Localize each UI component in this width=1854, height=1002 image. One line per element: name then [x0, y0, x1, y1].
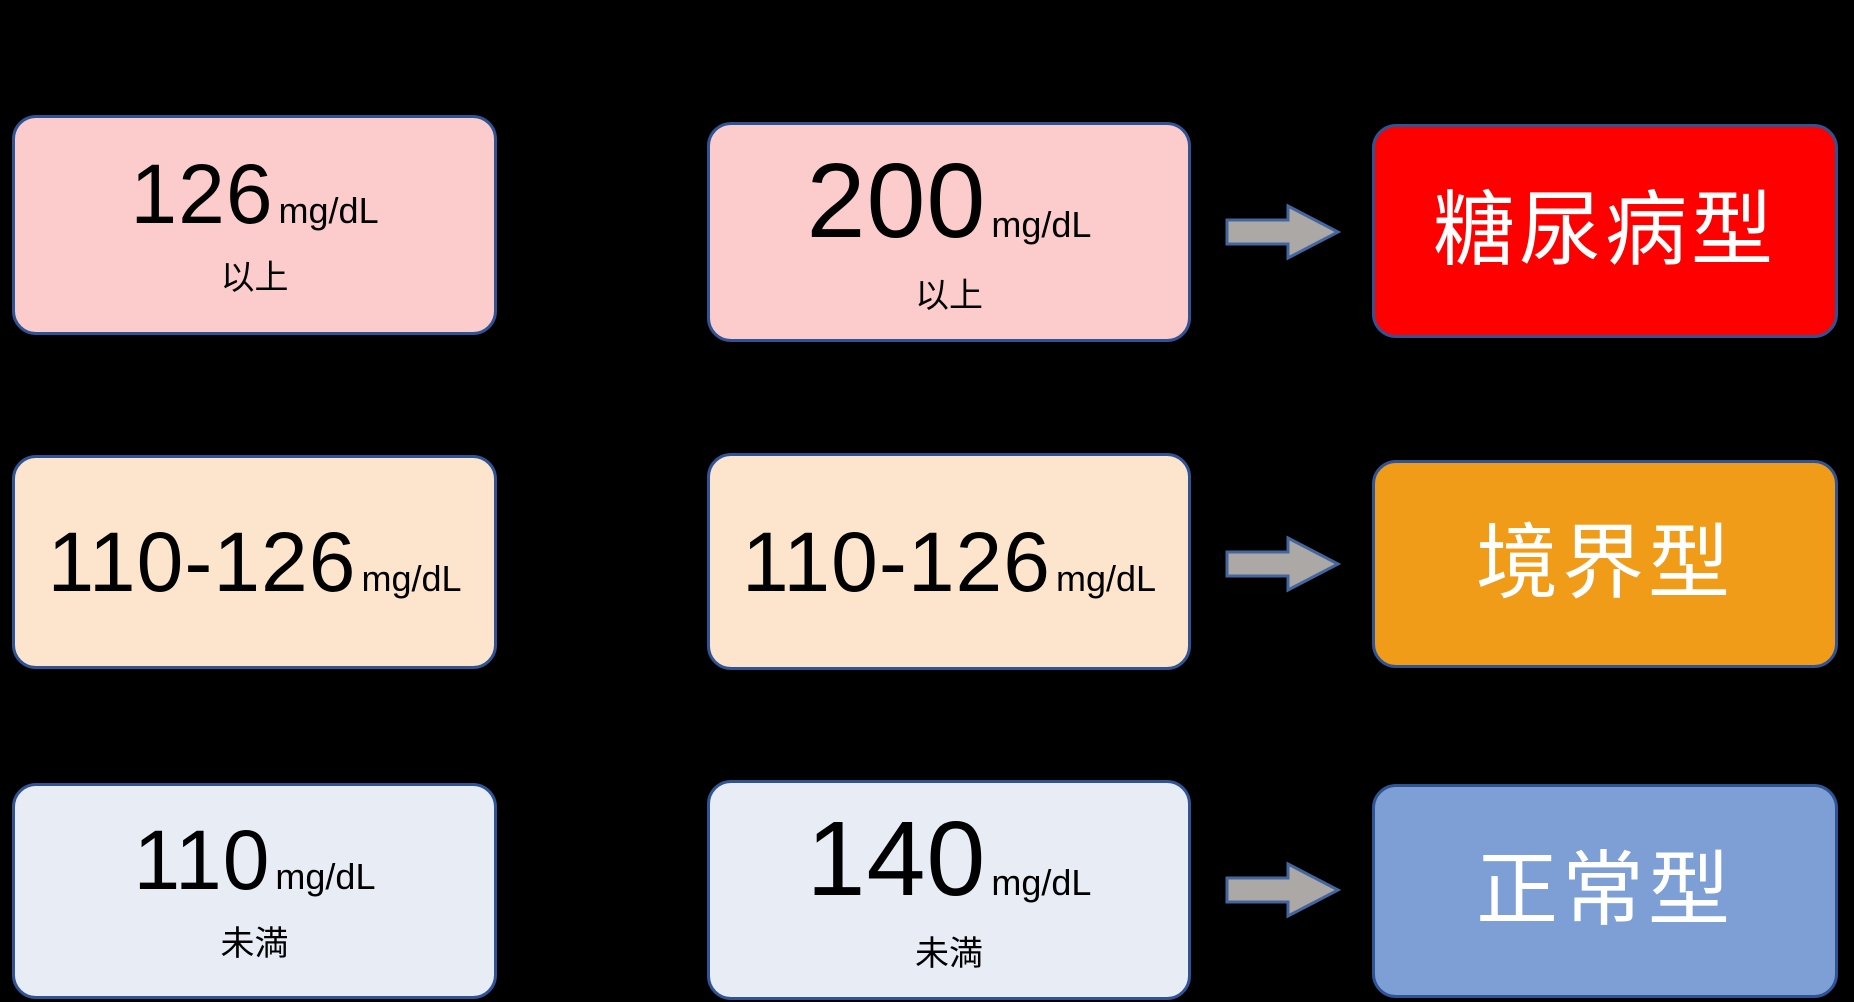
criteria-box-fasting-126: 126 mg/dL 以上 [12, 115, 497, 335]
glucose-unit: mg/dL [991, 861, 1092, 903]
result-box-normal: 正常型 [1372, 784, 1838, 998]
result-box-diabetes: 糖尿病型 [1372, 124, 1838, 338]
value-line: 200 mg/dL [807, 148, 1092, 254]
right-arrow-icon [1225, 203, 1342, 261]
result-box-borderline: 境界型 [1372, 460, 1838, 668]
glucose-value: 140 [806, 799, 987, 918]
glucose-qualifier: 以上 [220, 258, 289, 297]
glucose-value: 110-126 [47, 515, 357, 609]
glucose-qualifier: 未満 [220, 924, 289, 963]
glucose-unit: mg/dL [361, 558, 462, 599]
right-arrow-icon [1225, 535, 1342, 593]
criteria-box-ogtt-140: 140 mg/dL 未満 [707, 780, 1191, 1000]
value-line: 110-126 mg/dL [47, 520, 461, 604]
result-label: 正常型 [1475, 845, 1734, 936]
glucose-unit: mg/dL [278, 189, 379, 231]
criteria-box-ogtt-200: 200 mg/dL 以上 [707, 122, 1191, 342]
result-label: 境界型 [1475, 518, 1734, 609]
right-arrow-icon [1225, 861, 1342, 919]
glucose-value: 110-126 [741, 514, 1051, 609]
glucose-qualifier: 未満 [915, 934, 983, 973]
glucose-unit: mg/dL [991, 203, 1092, 245]
value-line: 110 mg/dL [134, 818, 376, 902]
glucose-unit: mg/dL [1055, 557, 1157, 599]
value-line: 140 mg/dL [807, 806, 1092, 912]
criteria-box-ogtt-110-126: 110-126 mg/dL [707, 453, 1191, 670]
value-line: 126 mg/dL [130, 152, 378, 236]
value-line: 110-126 mg/dL [742, 520, 1156, 604]
glucose-value: 200 [806, 141, 987, 260]
glucose-value: 126 [130, 146, 274, 241]
glucose-value: 110 [133, 812, 271, 907]
glucose-unit: mg/dL [275, 855, 376, 897]
criteria-box-fasting-110: 110 mg/dL 未満 [12, 783, 497, 999]
criteria-box-fasting-110-126: 110-126 mg/dL [12, 455, 497, 669]
result-label: 糖尿病型 [1432, 185, 1777, 276]
glucose-qualifier: 以上 [915, 276, 983, 315]
